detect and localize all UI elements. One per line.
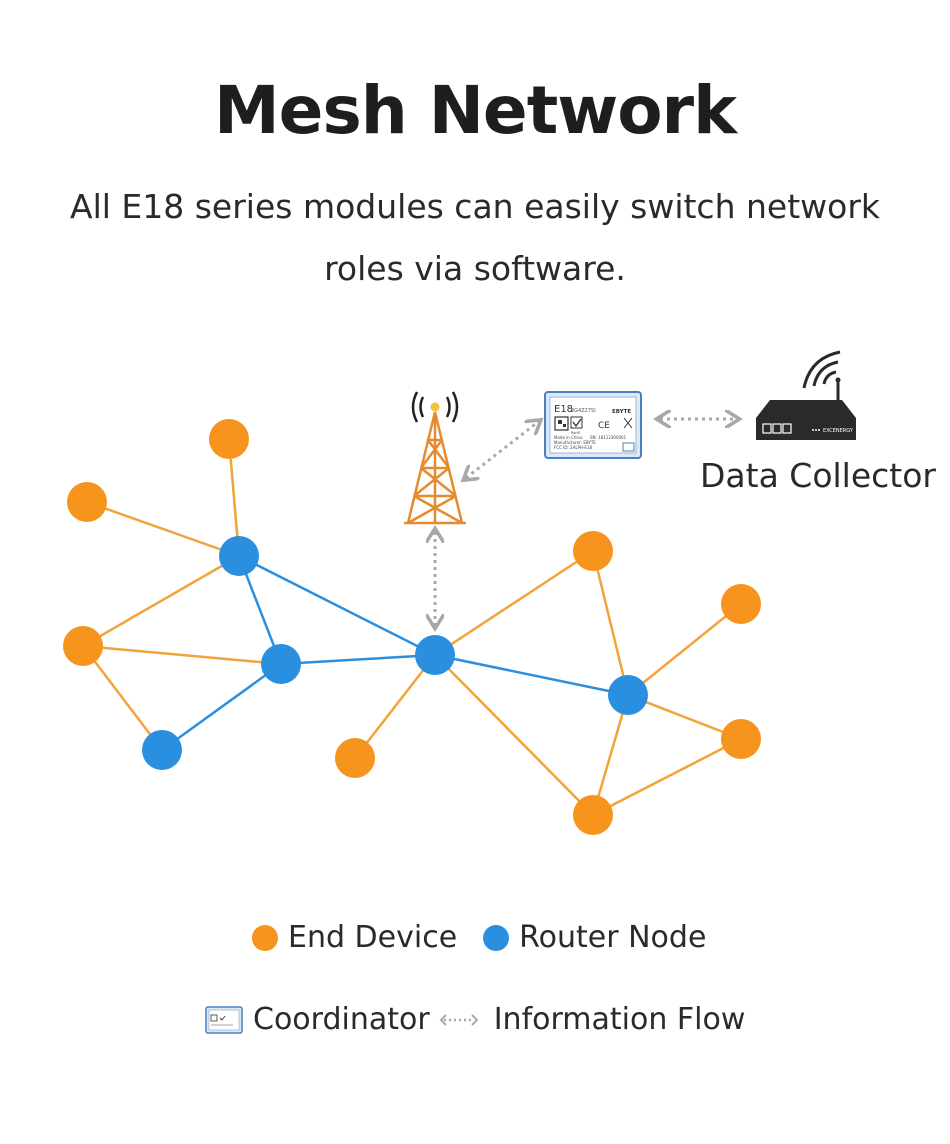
link xyxy=(592,737,742,817)
module-rohs: RoHS xyxy=(571,431,581,435)
legend-row-nodes: End Device Router Node xyxy=(252,920,706,955)
link xyxy=(238,554,436,657)
end-device-node xyxy=(721,719,761,759)
router-nodes xyxy=(142,536,648,770)
cell-tower-icon xyxy=(404,391,466,525)
link xyxy=(627,603,742,696)
module-sn: SN: 18112300001 xyxy=(590,435,627,440)
information-flow-arrows xyxy=(435,419,736,625)
module-label: E18 xyxy=(554,404,573,415)
wifi-signal-icon xyxy=(802,350,841,389)
link xyxy=(434,549,594,657)
coordinator-legend-icon xyxy=(205,1005,243,1034)
router-node xyxy=(261,644,301,684)
legend-router-node: Router Node xyxy=(519,920,707,955)
module-fcc: FCC ID: 2ALPH-E18 xyxy=(554,445,592,450)
flow-tower-to-module xyxy=(466,422,538,478)
link xyxy=(627,693,742,741)
end-device-legend-icon xyxy=(252,924,278,951)
zigbee-module-icon: E18 2G4Z27SI EBYTE RoHS CE Made in China… xyxy=(544,391,642,459)
module-model: 2G4Z27SI xyxy=(571,408,596,414)
link xyxy=(82,554,240,648)
data-collector-label: Data Collector xyxy=(700,456,936,495)
end-device-node xyxy=(573,531,613,571)
link xyxy=(434,654,594,816)
end-device-links xyxy=(82,438,742,817)
router-brand: EXCENERGY xyxy=(823,428,854,434)
router-node-legend-icon xyxy=(483,924,510,951)
end-device-nodes xyxy=(63,419,761,835)
page-subtitle: All E18 series modules can easily switch… xyxy=(70,187,880,288)
link xyxy=(86,500,240,558)
information-flow-legend-icon xyxy=(439,1013,479,1026)
module-brand: EBYTE xyxy=(612,409,631,415)
legend-information-flow: Information Flow xyxy=(493,1002,746,1037)
end-device-node xyxy=(67,482,107,522)
end-device-node xyxy=(63,626,103,666)
module-made-in: Made in China xyxy=(554,435,583,440)
router-gateway-icon: EXCENERGY xyxy=(756,350,856,440)
link xyxy=(591,550,630,696)
link xyxy=(82,644,282,666)
end-device-node xyxy=(209,419,249,459)
router-node xyxy=(415,635,455,675)
end-device-node xyxy=(573,795,613,835)
link xyxy=(591,694,630,816)
router-node xyxy=(608,675,648,715)
legend-end-device: End Device xyxy=(288,920,458,955)
link xyxy=(82,645,163,751)
router-node xyxy=(219,536,259,576)
module-manufacturer: Manufacturer: EBYTE xyxy=(554,440,596,445)
end-device-node xyxy=(335,738,375,778)
end-device-node xyxy=(721,584,761,624)
router-node xyxy=(142,730,182,770)
router-links xyxy=(161,554,629,752)
module-ce: CE xyxy=(598,421,610,431)
link xyxy=(434,653,629,697)
legend-coordinator: Coordinator xyxy=(253,1002,430,1037)
legend-row-flow: Coordinator Information Flow xyxy=(205,1002,745,1037)
link xyxy=(280,653,436,666)
link xyxy=(354,654,436,759)
page-title: Mesh Network xyxy=(214,72,737,149)
link xyxy=(161,662,282,752)
